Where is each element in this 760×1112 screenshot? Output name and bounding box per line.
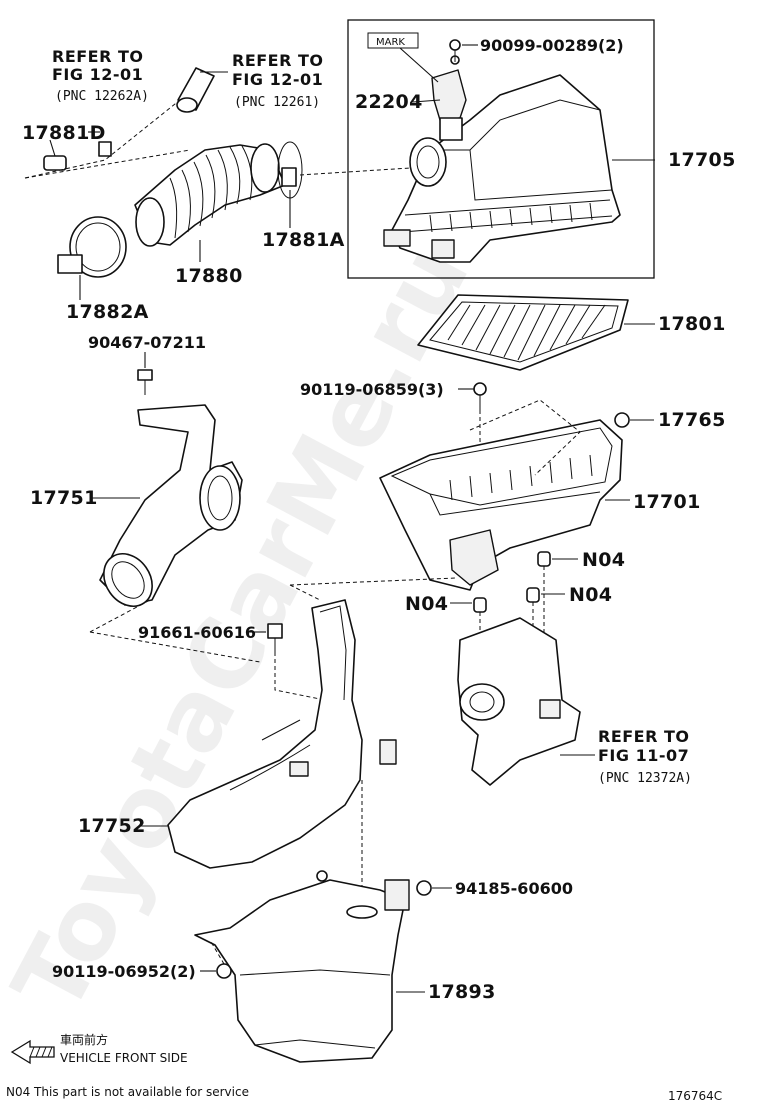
bolt-91661[interactable] [267, 623, 283, 652]
grommet-n04-b[interactable] [526, 587, 540, 603]
label-17893: 17893 [428, 981, 496, 1003]
hose-clip-17881D[interactable] [43, 141, 112, 171]
air-cleaner-cap-frame [347, 19, 655, 279]
ref2-line2: FIG 12-01 [232, 70, 323, 89]
air-cleaner-cap-drawing[interactable] [383, 74, 621, 263]
label-90467-07211: 90467-07211 [88, 333, 206, 352]
mark-text: MARK [376, 37, 405, 48]
label-17751: 17751 [30, 487, 98, 509]
label-17705: 17705 [668, 149, 736, 171]
screw-90119-06859[interactable] [473, 382, 487, 410]
ref3-line1: REFER TO [598, 727, 690, 746]
nut-17765[interactable] [614, 412, 630, 428]
label-90099-00289: 90099-00289(2) [480, 36, 624, 55]
label-90119-06859: 90119-06859(3) [300, 380, 444, 399]
grommet-n04-a[interactable] [537, 551, 551, 567]
grommet-n04-c[interactable] [473, 597, 487, 613]
illustration-id: 176764C [668, 1089, 722, 1103]
label-90119-06952: 90119-06952(2) [52, 962, 196, 981]
label-17882A: 17882A [66, 301, 149, 323]
hose-clamp-17882A[interactable] [57, 216, 127, 278]
label-n04-a: N04 [582, 549, 625, 571]
label-17701: 17701 [633, 491, 701, 513]
ref3-line2: FIG 11-07 [598, 746, 689, 765]
label-94185-60600: 94185-60600 [455, 879, 573, 898]
ref1-pnc: (PNC 12262A) [55, 89, 149, 104]
front-label-en: VEHICLE FRONT SIDE [60, 1051, 188, 1065]
screw-90119-06952[interactable] [216, 963, 232, 979]
air-filter-element-17801[interactable] [417, 294, 629, 371]
mass-air-flow-sensor[interactable] [431, 55, 467, 141]
ventilation-hose-stub [176, 67, 215, 113]
ref2-pnc: (PNC 12261) [234, 95, 320, 110]
hose-clamp-17881A[interactable] [277, 141, 303, 199]
ref2-line1: REFER TO [232, 51, 324, 70]
label-n04-b: N04 [569, 584, 612, 606]
air-inlet-duct-17752[interactable] [167, 599, 397, 869]
label-17801: 17801 [658, 313, 726, 335]
footer-note: N04 This part is not available for servi… [6, 1085, 249, 1099]
label-22204: 22204 [355, 91, 423, 113]
label-17752: 17752 [78, 815, 146, 837]
engine-mount-bracket [457, 617, 581, 786]
label-17881D: 17881D [22, 122, 106, 144]
ref3-pnc: (PNC 12372A) [598, 771, 692, 786]
label-17881A: 17881A [262, 229, 345, 251]
label-17880: 17880 [175, 265, 243, 287]
label-17765: 17765 [658, 409, 726, 431]
nut-94185[interactable] [416, 880, 432, 896]
screw-90099[interactable] [449, 39, 461, 62]
resonator-17893[interactable] [194, 870, 410, 1063]
ref1-line2: FIG 12-01 [52, 65, 143, 84]
intake-hose-17880[interactable] [134, 143, 286, 247]
front-direction-arrow [10, 1039, 55, 1065]
bolt-90467[interactable] [137, 369, 153, 395]
mark-tag: MARK [367, 32, 439, 83]
label-91661-60616: 91661-60616 [138, 623, 256, 642]
air-cleaner-case-17701[interactable] [379, 419, 623, 591]
label-n04-c: N04 [405, 593, 448, 615]
ref1-line1: REFER TO [52, 47, 144, 66]
air-inlet-duct-17751[interactable] [94, 404, 243, 616]
front-label-jp: 車両前方 [60, 1032, 108, 1047]
